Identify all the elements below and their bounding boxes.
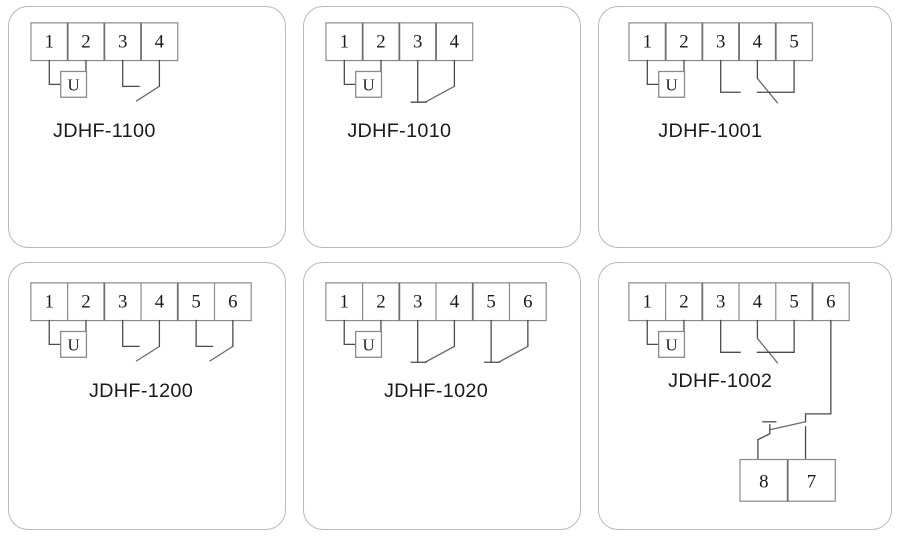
aux-terminal-label-7: 7	[807, 471, 816, 492]
terminal-label-5: 5	[789, 292, 798, 313]
panel-jdhf-1002: 1 2 3 4 5 6 U JDHF-1002 8	[598, 262, 892, 530]
aux-lead-to-8	[757, 424, 771, 461]
terminal-label-4: 4	[155, 32, 165, 53]
model-label: JDHF-1200	[89, 380, 193, 402]
panel-jdhf-1200-drawing: 1 2 3 4 5 6 U JDHF-1200	[30, 282, 252, 402]
contact1-fixed-3	[720, 319, 741, 353]
coil-label: U	[666, 75, 678, 94]
aux-contact-blade-nc	[769, 421, 806, 431]
terminal-label-4: 4	[450, 32, 460, 53]
terminal-label-2: 2	[81, 32, 90, 53]
terminal-label-1: 1	[45, 32, 54, 53]
terminal-label-4: 4	[155, 292, 165, 313]
terminal-label-3: 3	[413, 32, 422, 53]
coil-lead-left	[48, 319, 62, 346]
terminal-label-1: 1	[643, 292, 652, 313]
terminal-label-3: 3	[413, 292, 422, 313]
model-label: JDHF-1100	[53, 120, 156, 142]
aux-feed-wire-6	[804, 319, 832, 423]
panel-jdhf-1100: 1 2 3 4 U JDHF-1100	[8, 6, 286, 248]
terminal-label-4: 4	[450, 292, 460, 313]
coil-box	[60, 330, 88, 358]
coil-box	[60, 70, 88, 98]
coil-lead-left	[646, 319, 660, 346]
panel-jdhf-1010-drawing: 1 2 3 4 U JDHF-1010	[325, 22, 474, 142]
coil-box	[658, 70, 686, 98]
terminal-strip	[628, 22, 814, 62]
panel-jdhf-1001-drawing: 1 2 3 4 5 U JDHF-1001	[628, 22, 814, 142]
panel-jdhf-1100-drawing: 1 2 3 4 U JDHF-1100	[30, 22, 179, 142]
contact1-blade-changeover	[756, 338, 779, 364]
terminal-label-6: 6	[228, 292, 237, 313]
terminal-label-3: 3	[118, 292, 127, 313]
contact2-blade-no	[209, 345, 234, 362]
terminal-label-4: 4	[753, 292, 763, 313]
contact-blade-no	[135, 85, 160, 102]
contact1-fixed-5	[756, 319, 795, 353]
terminal-label-5: 5	[789, 32, 798, 53]
terminal-label-4: 4	[753, 32, 763, 53]
model-label: JDHF-1020	[384, 380, 488, 402]
panel-jdhf-1002-drawing: 1 2 3 4 5 6 U JDHF-1002 8	[628, 282, 850, 502]
coil-box	[658, 330, 686, 358]
terminal-label-3: 3	[118, 32, 127, 53]
coil-label: U	[363, 75, 375, 94]
terminal-label-1: 1	[340, 292, 349, 313]
terminal-label-6: 6	[523, 292, 532, 313]
terminal-label-5: 5	[191, 292, 200, 313]
contact2-blade-nc	[498, 345, 529, 363]
contact-fixed-3	[122, 59, 140, 87]
terminal-label-1: 1	[45, 292, 54, 313]
terminal-label-2: 2	[81, 292, 90, 313]
terminal-label-3: 3	[716, 292, 725, 313]
terminal-label-5: 5	[486, 292, 495, 313]
coil-box	[355, 330, 383, 358]
contact-fixed-3	[720, 59, 741, 93]
terminal-label-1: 1	[340, 32, 349, 53]
coil-label: U	[68, 75, 80, 94]
terminal-label-2: 2	[679, 292, 688, 313]
terminal-label-3: 3	[716, 32, 725, 53]
coil-lead-left	[343, 59, 357, 86]
terminal-label-2: 2	[376, 292, 385, 313]
terminal-label-2: 2	[679, 32, 688, 53]
terminal-label-1: 1	[643, 32, 652, 53]
coil-label: U	[665, 335, 677, 354]
model-label: JDHF-1002	[668, 370, 772, 392]
coil-lead-left	[646, 59, 660, 86]
contact1-fixed-3	[122, 319, 140, 348]
panel-jdhf-1001: 1 2 3 4 5 U JDHF-1001	[598, 6, 892, 248]
terminal-label-2: 2	[376, 32, 385, 53]
model-label: JDHF-1010	[347, 120, 451, 142]
contact-blade-changeover	[756, 77, 779, 104]
panel-jdhf-1010: 1 2 3 4 U JDHF-1010	[303, 6, 581, 248]
coil-label: U	[67, 335, 79, 354]
contact-fixed-5	[756, 59, 795, 93]
contact1-blade-nc	[424, 345, 455, 363]
contact2-fixed-5	[195, 319, 214, 348]
coil-lead-left	[48, 59, 62, 86]
panel-jdhf-1020-drawing: 1 2 3 4 5 6 U JDHF-1020	[325, 282, 547, 402]
coil-label: U	[362, 335, 374, 354]
panel-jdhf-1020: 1 2 3 4 5 6 U JDHF-1020	[303, 262, 581, 530]
coil-lead-left	[343, 319, 357, 346]
panel-jdhf-1200: 1 2 3 4 5 6 U JDHF-1200	[8, 262, 286, 530]
contact1-blade-no	[135, 345, 160, 362]
contact-blade-nc	[424, 85, 455, 103]
coil-box	[355, 70, 383, 98]
terminal-label-6: 6	[826, 292, 835, 313]
model-label: JDHF-1001	[658, 120, 762, 142]
aux-terminal-label-8: 8	[759, 471, 768, 492]
